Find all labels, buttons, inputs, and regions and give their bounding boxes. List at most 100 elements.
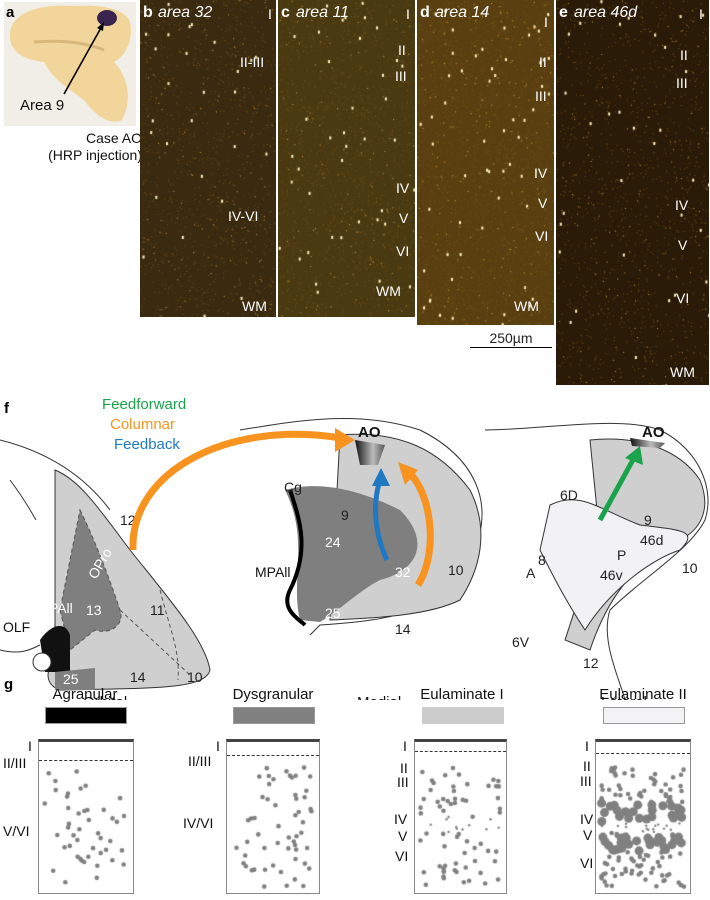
layer-label: I (268, 6, 272, 22)
brain-maps: 12 OPro 13 11 OPAll OLF 25 14 10 Orbital… (0, 417, 709, 700)
columnar-arrow-orbital (129, 430, 341, 551)
layer-label: IV (534, 165, 548, 181)
layer-label: WM (514, 298, 539, 314)
lateral-map: AO 6D 9 46d 8 P A 46v 10 6V 12 Lateral (484, 422, 709, 700)
svg-text:12: 12 (583, 655, 599, 671)
layer-label: I (406, 6, 410, 22)
layer-label: IV (675, 197, 689, 213)
columnar-arrow-medial (405, 469, 434, 587)
layer-label: II (583, 758, 591, 774)
svg-text:46d: 46d (640, 532, 663, 548)
svg-text:10: 10 (448, 562, 464, 578)
layer-label: V (583, 827, 593, 843)
svg-text:25: 25 (63, 671, 79, 687)
layer-label: I (699, 6, 703, 22)
micrograph-title: area 32 (158, 4, 213, 21)
color-key (603, 707, 685, 724)
brain-section-image (4, 2, 136, 126)
arrow-line (63, 25, 103, 95)
svg-text:6D: 6D (560, 487, 578, 503)
medial-map: AO Cg 9 24 MPAll 32 10 25 14 Medial (239, 417, 483, 700)
svg-text:Lateral: Lateral (601, 694, 647, 700)
svg-text:Orbital: Orbital (83, 694, 127, 700)
color-key (422, 707, 504, 724)
layer-label: I (216, 738, 220, 754)
svg-text:OPAll: OPAll (38, 600, 73, 616)
brain-section-drawing (9, 5, 131, 122)
micrograph-image (140, 0, 276, 317)
layer-label: IV (580, 811, 594, 827)
svg-text:9: 9 (644, 512, 652, 528)
micrograph-letter: e (559, 4, 568, 21)
column-title: Agranular (52, 686, 118, 703)
micrograph-area-14: d area 14 I II III IV V VI WM (417, 0, 554, 325)
svg-text:Cg: Cg (284, 479, 302, 495)
micrograph-letter: c (281, 4, 290, 21)
panel-g-letter: g (4, 676, 14, 693)
svg-text:32: 32 (395, 564, 411, 580)
micrograph-letter: d (420, 4, 430, 21)
svg-text:P: P (617, 547, 626, 563)
svg-text:AO: AO (358, 424, 381, 441)
layer-label: IV-VI (228, 208, 259, 224)
laminar-schematic (38, 739, 134, 894)
svg-text:8: 8 (538, 552, 546, 568)
layer-label: IV (396, 180, 410, 196)
layer-label: III (535, 88, 547, 104)
micrograph-image (556, 0, 709, 385)
orbital-map: 12 OPro 13 11 OPAll OLF 25 14 10 Orbital (0, 439, 211, 700)
svg-text:12: 12 (120, 512, 136, 528)
micrograph-title: area 14 (435, 4, 490, 21)
layer-label: II (400, 760, 408, 776)
svg-text:9: 9 (341, 507, 349, 523)
layer-label: II-III (240, 54, 265, 70)
color-key (45, 707, 127, 724)
layer-label: I (28, 738, 32, 754)
layer-label: VI (395, 848, 409, 864)
feedback-arrow (373, 479, 390, 562)
column-title: Eulaminate II (599, 686, 687, 703)
layer-label: III (397, 774, 409, 790)
micrograph-image (278, 0, 415, 317)
micrograph-title: area 46d (574, 4, 638, 21)
layer-label: WM (242, 298, 267, 314)
svg-text:10: 10 (187, 669, 203, 685)
column-title: Dysgranular (232, 686, 314, 703)
layer-label: II (398, 42, 406, 58)
layer-label: VI (535, 228, 549, 244)
layer-label: VI (396, 243, 410, 259)
svg-text:OLF: OLF (3, 619, 30, 635)
layer-label: I (403, 738, 407, 754)
layer-label: II/III (3, 755, 27, 771)
svg-text:14: 14 (395, 621, 411, 637)
scale-bar: 250µm (470, 330, 552, 348)
panel-a: a Area 9 Case AO (HRP injection) (0, 0, 142, 170)
svg-text:11: 11 (150, 602, 165, 618)
legend-columnar: Columnar (110, 416, 176, 433)
layer-label: III (395, 68, 407, 84)
svg-text:46v: 46v (600, 567, 623, 583)
micrograph-area-11: c area 11 I II III IV V VI WM (278, 0, 415, 317)
layer-label: II/III (188, 753, 212, 769)
svg-text:10: 10 (682, 560, 698, 576)
layer-label: III (676, 75, 688, 91)
layer-label: II (539, 54, 547, 70)
layer-label: IV (394, 811, 408, 827)
svg-text:14: 14 (130, 669, 146, 685)
svg-text:AO: AO (642, 424, 665, 441)
layer-label: I (585, 738, 589, 754)
micrograph-title: area 11 (296, 4, 350, 21)
scale-bar-line (470, 347, 552, 348)
laminar-schematic (595, 739, 691, 894)
layer-label: VI (676, 290, 690, 306)
panel-f-letter: f (4, 400, 9, 417)
layer-label: V (398, 828, 408, 844)
color-key (233, 707, 315, 724)
svg-text:A: A (526, 565, 536, 581)
svg-text:MPAll: MPAll (255, 564, 291, 580)
layer-label: WM (376, 283, 401, 299)
svg-text:13: 13 (86, 602, 102, 618)
layer-label: IV/VI (183, 815, 214, 831)
layer-label: III (580, 773, 592, 789)
